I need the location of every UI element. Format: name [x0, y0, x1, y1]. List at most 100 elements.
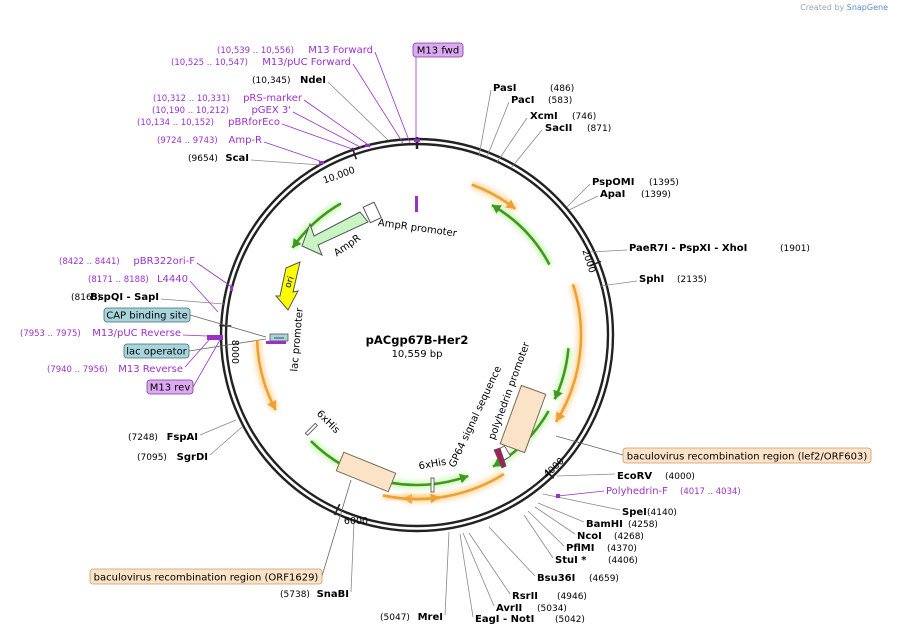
primer-range: (10,525 .. 10,547) — [171, 58, 248, 68]
recomb-box-orf1629-shape — [335, 451, 397, 493]
primer-mark — [266, 341, 286, 344]
leader-line — [534, 506, 576, 535]
leader-line — [589, 249, 628, 253]
enzyme-name: SphI — [639, 274, 664, 285]
primer-range: (8171 .. 8188) — [88, 275, 149, 285]
primer-mark — [414, 139, 420, 142]
primer-range: (10,134 .. 10,152) — [137, 118, 214, 128]
primer-name: M13 Reverse — [118, 364, 183, 375]
enzyme-position: (1395) — [649, 178, 679, 188]
enzyme-position: (4659) — [589, 574, 619, 584]
enzyme-name: SnaBI — [317, 589, 349, 600]
primer-range: (8422 .. 8441) — [59, 257, 120, 267]
ampr-arrow — [301, 211, 369, 256]
primer-name: pGEX 3' — [251, 105, 291, 116]
enzyme-name: EcoRV — [617, 471, 652, 482]
plasmid-name: pACgp67B-Her2 — [366, 333, 469, 347]
primer-name: Polyhedrin-F — [606, 486, 668, 497]
enzyme-name: PspOMI — [592, 177, 634, 188]
enzyme-name: BspQI - SapI — [90, 292, 159, 303]
lac-promoter-box — [269, 333, 289, 342]
leader-line — [374, 51, 411, 144]
leader-line — [192, 339, 221, 388]
enzyme-position: (8165) — [71, 293, 101, 303]
enzyme-position: (7095) — [137, 453, 167, 463]
orange-arc-head — [267, 400, 277, 411]
enzyme-name: StuI * — [555, 555, 587, 566]
leader-line — [182, 334, 208, 337]
leader-line — [321, 479, 352, 577]
cap-site-label-box — [103, 307, 191, 323]
leader-line — [537, 502, 585, 523]
his-box-lower — [430, 477, 435, 493]
leader-line — [160, 298, 225, 305]
leader-line — [510, 129, 543, 169]
ampr-promoter-box — [362, 201, 382, 224]
orange-arc-head — [556, 411, 566, 422]
enzyme-position: (583) — [548, 96, 572, 106]
m13-rev-label-box — [146, 379, 194, 395]
primer-name: M13/pUC Forward — [262, 57, 351, 68]
his-label-lower: 6xHis — [418, 457, 447, 473]
primer-range: (4017 .. 4034) — [680, 487, 741, 497]
enzyme-position: (5042) — [555, 615, 585, 625]
lac-operator-label: lac operator — [126, 347, 187, 358]
orange-arc-head — [430, 493, 440, 504]
leader-line — [488, 526, 536, 577]
leader-line — [459, 533, 474, 618]
enzyme-position: (4370) — [607, 544, 637, 554]
his-label-upper: 6xHis — [314, 409, 341, 436]
enzyme-name: EagI - NotI — [475, 614, 534, 625]
orange-arc-glow — [252, 340, 280, 413]
gp64-arrow — [493, 447, 507, 469]
enzyme-position: (5738) — [280, 590, 310, 600]
ori-label: ori — [283, 275, 296, 289]
orange-arc-head — [505, 199, 516, 209]
leader-line — [350, 521, 355, 593]
ring-scale-label: 8000 — [229, 340, 240, 364]
leader-line — [557, 490, 605, 497]
enzyme-name: MreI — [418, 612, 443, 623]
leader-line — [555, 435, 624, 456]
enzyme-name: ScaI — [225, 153, 249, 164]
leader-line — [478, 89, 492, 157]
m13-rev-label: M13 rev — [150, 383, 191, 394]
primer-name: pBR322ori-F — [133, 256, 195, 267]
green-arc-head — [458, 473, 469, 484]
primer-name: pBRforEco — [228, 117, 280, 128]
enzyme-position: (9654) — [188, 154, 218, 164]
enzyme-position: (486) — [550, 84, 574, 94]
primer-range: (7953 .. 7975) — [20, 329, 81, 339]
ring-tick — [333, 503, 341, 516]
primer-mark — [319, 161, 324, 164]
enzyme-position: (4406) — [608, 556, 638, 566]
enzyme-name: PacI — [511, 95, 534, 106]
m13-fwd-label-box — [412, 42, 464, 58]
enzyme-position: (5034) — [537, 604, 567, 614]
primer-range: (10,312 .. 10,331) — [153, 94, 230, 104]
primer-range: (7940 .. 7956) — [47, 365, 108, 375]
leader-line — [184, 339, 210, 368]
primer-mark — [415, 196, 418, 212]
orange-arc — [554, 283, 583, 423]
recomb-orf1629-label-box — [89, 568, 323, 585]
enzyme-name: PaeR7I - PspXI - XhoI — [629, 243, 747, 254]
plasmid-length: 10,559 bp — [392, 349, 443, 360]
primer-range: (10,190 .. 10,212) — [152, 106, 229, 116]
leader-line — [199, 419, 237, 436]
primer-name: Amp-R — [229, 135, 263, 146]
enzyme-position: (1901) — [780, 244, 810, 254]
enzyme-name: FspAI — [167, 432, 198, 443]
primer-name: M13/pUC Reverse — [92, 328, 181, 339]
leader-line — [209, 426, 243, 456]
leader-line — [566, 183, 591, 208]
enzyme-name: SpeI — [622, 507, 647, 518]
enzyme-position: (1399) — [641, 190, 671, 200]
recomb-lef2-label-box — [622, 447, 872, 464]
leader-line — [600, 280, 638, 287]
ring-scale-label: 6000 — [344, 516, 368, 527]
enzyme-position: (10,345) — [252, 76, 291, 86]
leader-line — [263, 141, 321, 162]
